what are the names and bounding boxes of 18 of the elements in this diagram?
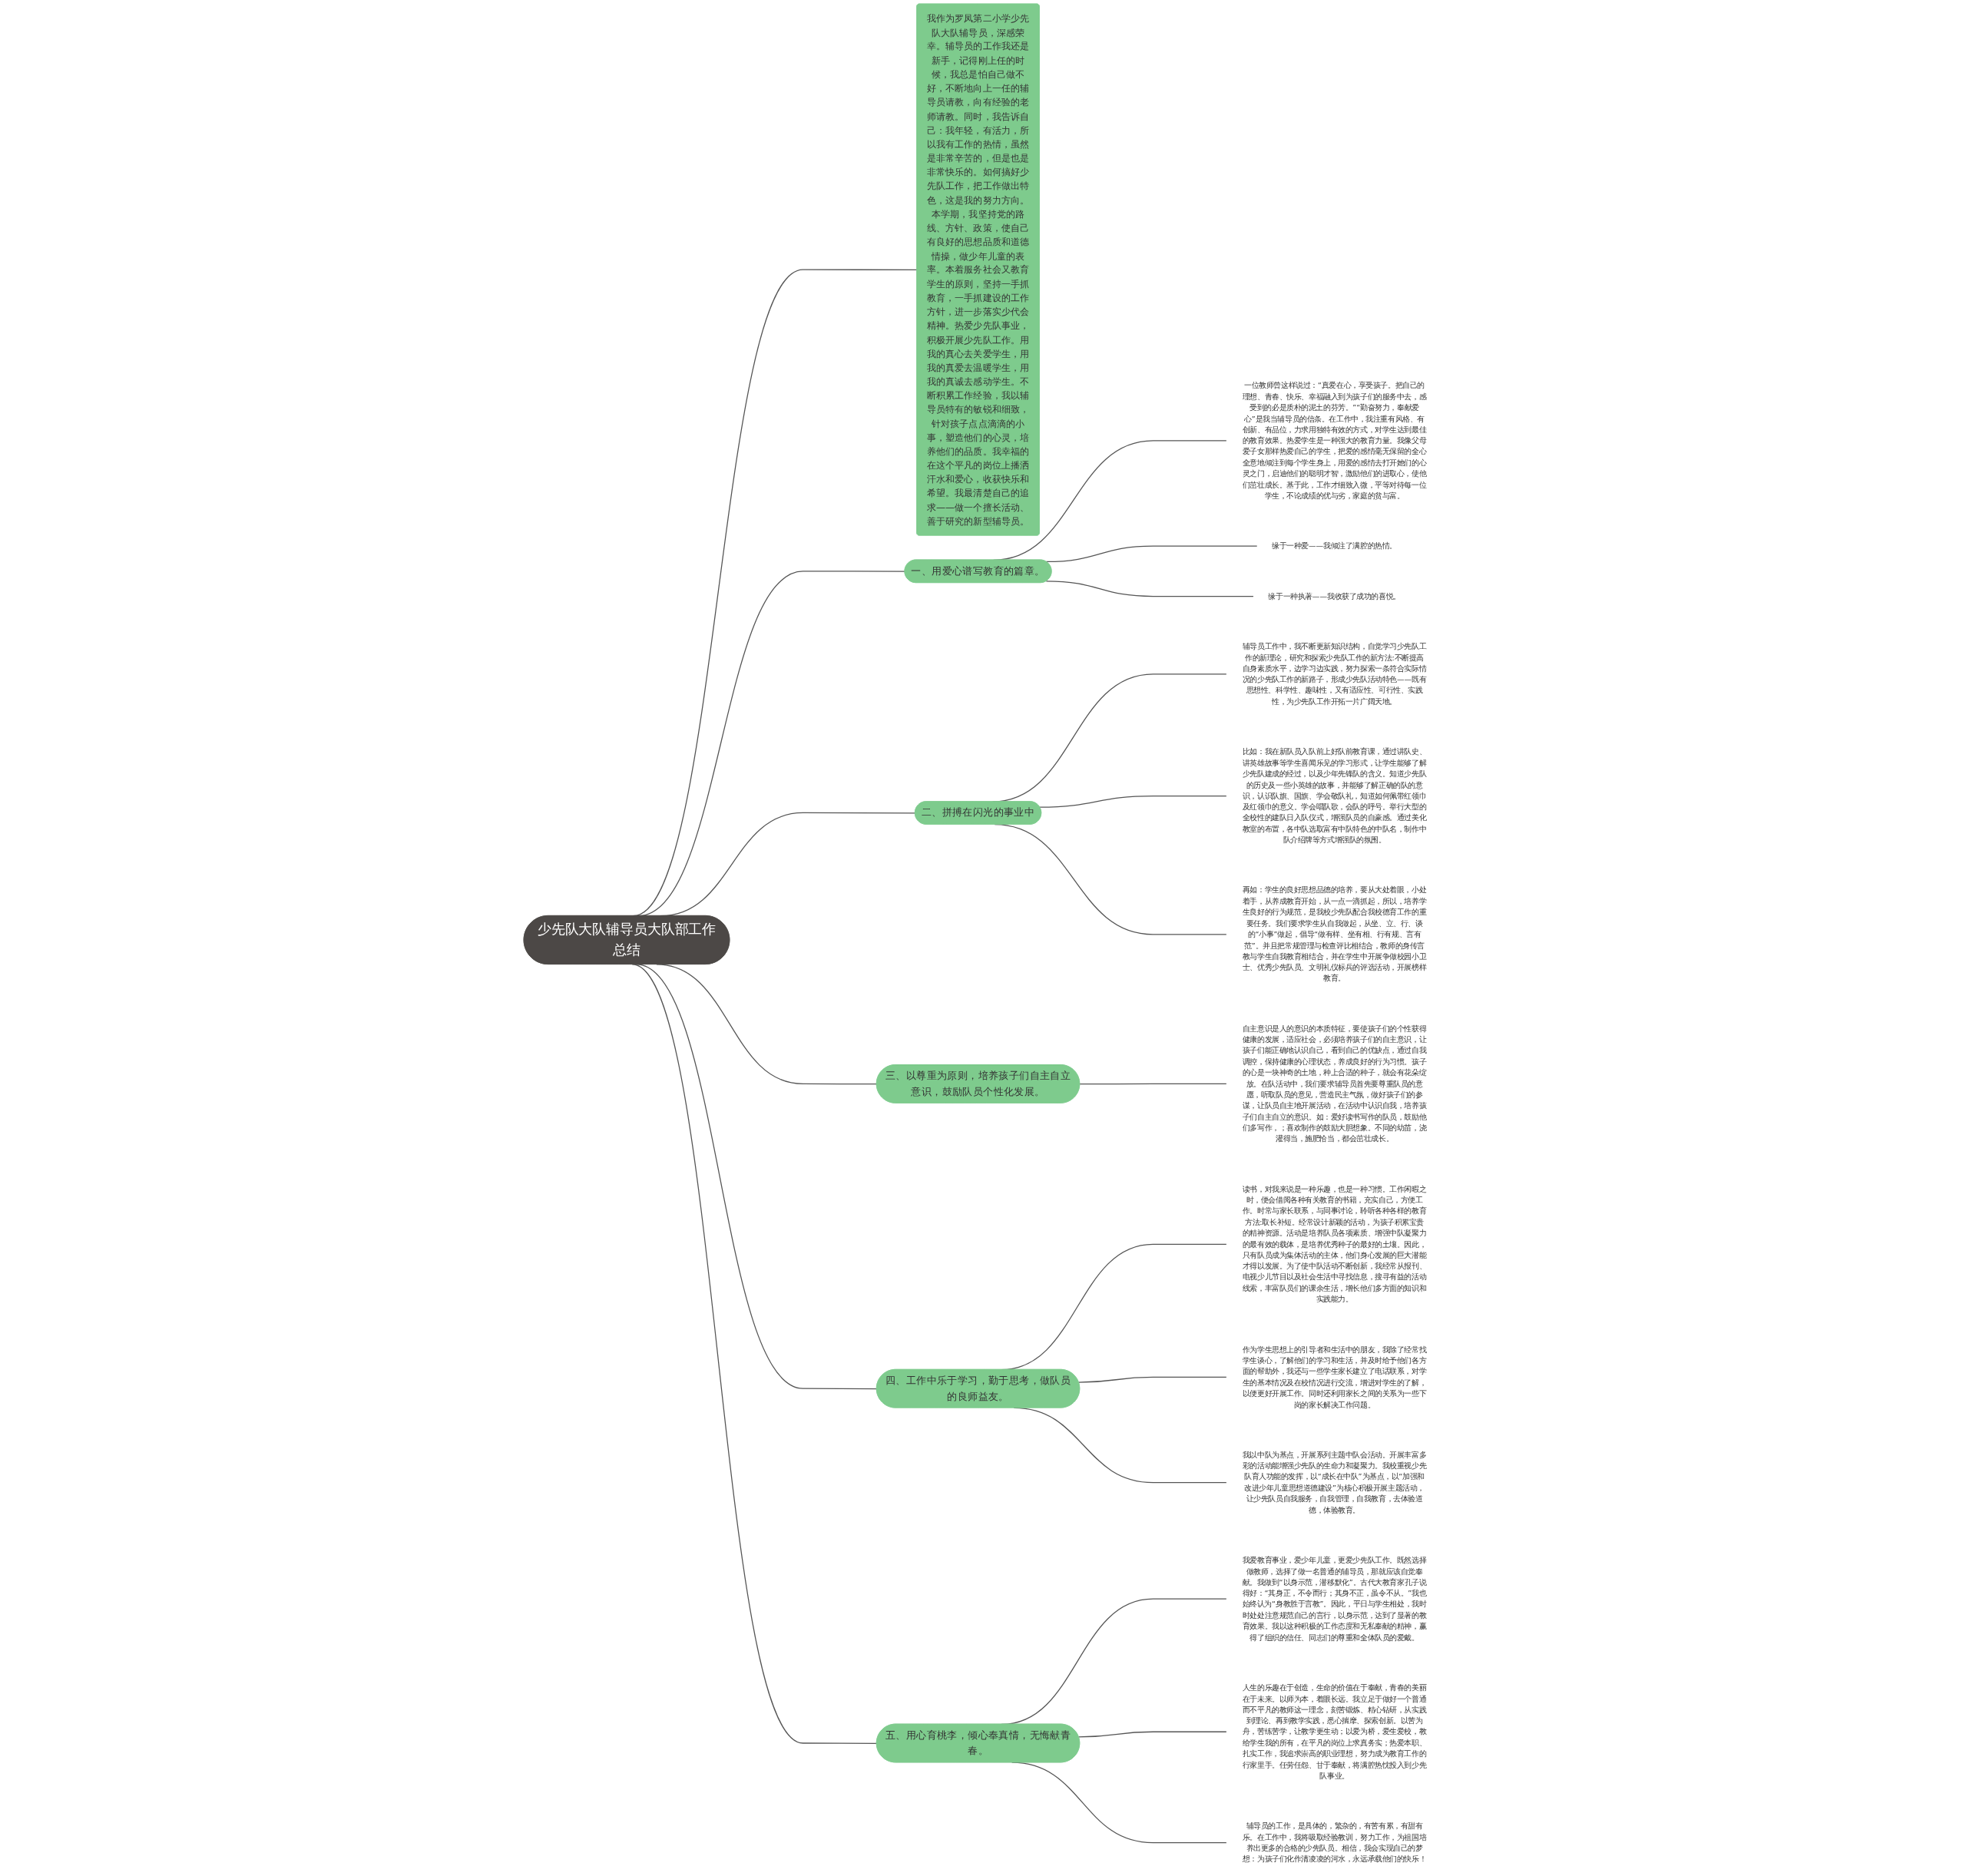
node-text: 人生的乐趣在于创造，生命的价值在于奉献，青春的美丽在于未来。以师为本，着眼长远。我立足于做好一个普通而不平凡的教师这一理念，刻苦锻炼、精心钻研，从实践到理论、再到教学实践，悉心揣摩、探索创新。以苦为舟，苦练苦学，让教学更生动；以爱为桥，爱生爱校，教给学生我的所有，在平凡的岗位上求真务实；热爱本职、扎实工作，我追求崇高的职业理想，努力成为教育工作的行家里手。任劳任怨、甘于奉献，将满腔热忱投入到少先队事业。 bbox=[1242, 1682, 1427, 1781]
node-text: 辅导员的工作，是具体的，繁杂的，有苦有累，有甜有乐。在工作中，我将吸取经验教训，努力工作，为祖国培养出更多的合格的少先队员。相信，我会实现自己的梦想：为孩子们化作清凌凌的河水，永远承载他们的快乐！ bbox=[1242, 1821, 1427, 1864]
connector bbox=[1077, 1376, 1227, 1383]
connector bbox=[1045, 581, 1254, 597]
node-text: 读书，对我来说是一种乐趣，也是一种习惯。工作闲暇之时，便会借阅各种有关教育的书籍，充实自己，方便工作。时常与家长联系，与同事讨论，聆听各种各样的教育方法:取长补短。经常设计新颖的活动，为孩子积累宝贵的精神资源。活动是培养队员各项素质、增强中队凝聚力的最有效的载体，是培养优秀种子的最好的土壤。因此，只有队员成为集体活动的主体，他们身心发展的巨大潜能才得以发展。为了使中队活动不断创新，我经常从报刊、电视少儿节目以及社会生活中寻找信息，搜寻有益的活动线索，丰富队员们的课余生活，增长他们多方面的知识和实践能力。 bbox=[1242, 1184, 1427, 1304]
node-text: 辅导员工作中，我不断更新知识结构，自觉学习少先队工作的新理论，研究和探索少先队工作的新方法:不断提高自身素质水平，边学习边实践，努力探索一条符合实际情况的少先队工作的新路子，形成少先队活动特色——既有思想性、科学性、趣味性，又有适应性、可行性、实践性，为少先队工作开拓一片广阔天地。 bbox=[1242, 642, 1427, 706]
node-text: 比如：我在新队员入队前上好队前教育课，通过讲队史、讲英雄故事等学生喜闻乐见的学习形式，让学生能够了解少先队建成的经过，以及少年先锋队的含义。知道少先队的历史及一些小英雄的故事，并能够了解正确的队的意识，认识队旗、国旗、学会敬队礼，知道如何佩带红领巾及红领巾的意义。学会唱队歌，会队的呼号。举行大型的全校性的建队日入队仪式，增强队员的自豪感。通过美化教室的布置，各中队选取富有中队特色的中队名，制作中队介绍牌等方式增强队的氛围。 bbox=[1242, 747, 1427, 845]
connector bbox=[1079, 1083, 1227, 1085]
node-text: 再如：学生的良好思想品德的培养，要从大处着眼，小处着手，从养成教育开始，从一点一滴抓起，所以，培养学生良好的行为规范，是我校少先队配合我校德育工作的重要任务。我们要求学生从自我做起，从坐、立、行、谈的“小事”做起，倡导“做有样、坐有相、行有规、言有范”。并且把常规管理与检查评比相结合，教师的身传言教与学生自我教育相结合，并在学生中开展争做校园小卫士、优秀少先队员、文明礼仪标兵的评选活动，开展榜样教育。 bbox=[1242, 885, 1427, 983]
node-text: 我以中队为基点，开展系列主题中队会活动。开展丰富多彩的活动能增强少先队的生命力和凝聚力。我校重视少先队育人功能的发挥，以“成长在中队”为基点，以“加强和改进少年儿童思想道德建设”为核心积极开展主题活动，让少先队员自我服务，自我管理，自我教育，去体验道德，体验教育。 bbox=[1242, 1450, 1427, 1515]
node-text: 我爱教育事业，爱少年儿童，更爱少先队工作。既然选择做教师，选择了做一名普通的辅导员，那就应该自觉奉献。我做到“以身示范，潜移默化”。古代大教育家孔子说得好：“其身正，不令而行；其身不正，虽令不从。”我也始终认为“身教胜于言教”。因此，平日与学生相处，我时时处处注意规范自己的言行，以身示范，达到了显著的教育效果。我以这种积极的工作态度和无私奉献的精神，赢得了组织的信任、同志们的尊重和全体队员的爱戴。 bbox=[1242, 1556, 1427, 1642]
node-text: 作为学生思想上的引导者和生活中的朋友，我除了经常找学生谈心，了解他们的学习和生活，并及时给予他们各方面的帮助外，我还与一些学生家长建立了电话联系，对学生的基本情况及在校情况进行交流，增进对学生的了解，以便更好开展工作。同时还利用家长之间的关系为一些下岗的家长解决工作问题。 bbox=[1242, 1345, 1427, 1409]
connector bbox=[1077, 1731, 1227, 1738]
node-text: 自主意识是人的意识的本质特征，要使孩子们的个性获得健康的发展，适应社会，必须培养孩子们的自主意识，让孩子们能正确地认识自己，看到自己的优缺点，通过自我调控，保持健康的心理状态，养成良好的行为习惯。孩子的心是一块神奇的土地，种上合适的种子，就会有花朵绽放。在队活动中，我们要求辅导员首先要尊重队员的意愿，听取队员的意见，营造民主气氛，做好孩子们的参谋，让队员自主地开展活动，在活动中认识自我，培养孩子们自主自立的意识。如：爱好读书写作的队员，鼓励他们多写作，；喜欢制作的鼓励大胆想象。不同的幼苗，浇灌得当，施肥恰当，都会茁壮成长。 bbox=[1242, 1024, 1427, 1143]
node-text: 一位教师曾这样说过：“真爱在心，享受孩子。把自己的理想、青春、快乐、幸福融入到为孩子们的服务中去，感受到的必是质朴的泥土的芬芳。”“勤奋努力，奉献爱心”是我当辅导员的信条。在工作中，我注重有风格、有创新、有品位，力求用独特有效的方式，对学生达到最佳的教育效果。热爱学生是一种强大的教育力量。我像父母爱子女那样热爱自己的学生，把爱的感情毫无保留的全心全意地倾注到每个学生身上，用爱的感情去打开她们的心灵之门，启迪他们的聪明才智，激励他们的进取心，使他们茁壮成长。基于此，工作才细致入微，平等对待每一位学生，不论成绩的优与劣，家庭的贫与富。 bbox=[1242, 381, 1427, 501]
node-text: 缘于一种执著——我收获了成功的喜悦。 bbox=[1268, 591, 1401, 601]
connector bbox=[1039, 795, 1227, 808]
node-text: 缘于一种爱——我倾注了满腔的热情。 bbox=[1272, 541, 1397, 551]
